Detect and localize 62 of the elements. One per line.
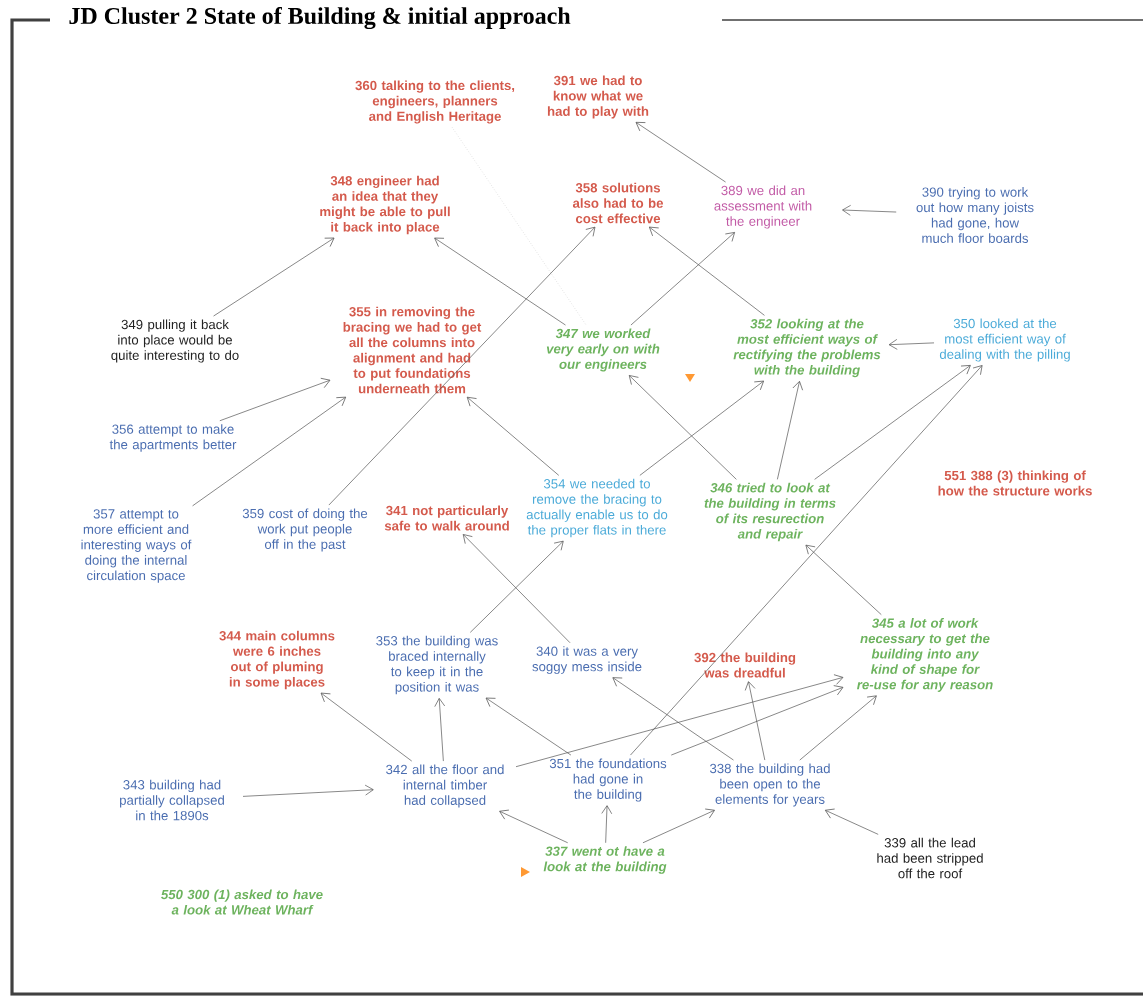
node-text: 351 the foundations had gone in the building xyxy=(549,758,667,802)
arrow xyxy=(499,809,569,844)
node-text: 350 looked at the most efficient way of dealing with the pilling xyxy=(939,318,1070,362)
arrow xyxy=(649,226,765,316)
node-text: 338 the building had been open to the elements for years xyxy=(709,763,830,807)
node-text: 391 we had to know what we had to play with xyxy=(547,75,649,119)
node-text: 340 it was a very soggy mess inside xyxy=(532,646,642,674)
arrow xyxy=(469,540,564,633)
node-text: 352 looking at the most efficient ways of rectifying the problems with the building xyxy=(733,318,881,378)
arrow xyxy=(888,339,935,350)
title: JD Cluster 2 State of Building & initial approach xyxy=(69,6,571,30)
arrow xyxy=(466,396,560,476)
arrow xyxy=(628,375,737,480)
arrow xyxy=(485,697,572,756)
node-text: 360 talking to the clients, engineers, planners and English Heritage xyxy=(355,80,515,124)
arrow xyxy=(799,695,877,761)
node-text: 359 cost of doing the work put people off in the past xyxy=(242,508,368,552)
node-text: 550 300 (1) asked to have a look at Wheat Wharf xyxy=(161,889,323,915)
node-text: 392 the building was dreadful xyxy=(694,652,796,678)
node-text: 354 we needed to remove the bracing to actually enable us to do the proper flats in there xyxy=(526,478,668,538)
arrow xyxy=(601,805,613,844)
arrow xyxy=(744,681,766,761)
node-text: 348 engineer had an idea that they might be able to pull it back into place xyxy=(320,175,450,235)
arrow xyxy=(213,237,335,317)
node-text: 390 trying to work out how many joists had gone, how much floor boards xyxy=(916,187,1034,243)
node-text: 358 solutions also had to be cost effective xyxy=(572,182,664,224)
arrow xyxy=(219,377,331,422)
arrow xyxy=(434,237,566,326)
arrow xyxy=(630,365,983,756)
node-text: 343 building had partially collapsed in the 1890s xyxy=(120,779,224,821)
node-text: 353 the building was braced internally to keep it in the position it was xyxy=(376,635,498,695)
arrow xyxy=(824,808,879,835)
arrow xyxy=(328,226,596,506)
node-text: 551 388 (3) thinking of how the structure works xyxy=(938,470,1092,496)
node-text: 344 main columns were 6 inches out of pluming in some places xyxy=(219,630,335,690)
node-text: 346 tried to look at the building in terms of its resurection and repair xyxy=(704,482,836,542)
node-text: 342 all the floor and internal timber had collapsed xyxy=(386,764,504,808)
arrow xyxy=(630,232,735,326)
node-text: 345 a lot of work necessary to get the building into any kind of shape for re-use for any reason xyxy=(857,618,993,692)
arrow xyxy=(639,380,764,476)
arrow xyxy=(515,674,844,768)
arrow xyxy=(192,396,347,507)
arrow xyxy=(242,784,374,797)
arrow xyxy=(842,204,897,216)
node-text: 339 all the lead had been stripped off the roof xyxy=(877,837,983,879)
arrow xyxy=(462,534,571,644)
arrow xyxy=(320,692,413,762)
node-text: 356 attempt to make the apartments better xyxy=(109,424,237,452)
arrow xyxy=(777,380,803,480)
arrow xyxy=(814,365,971,480)
arrow xyxy=(635,122,726,183)
arrow xyxy=(805,544,882,615)
arrow xyxy=(434,698,446,762)
arrow xyxy=(642,808,715,844)
arrow xyxy=(612,677,734,761)
arrow xyxy=(670,685,844,756)
node-text: 357 attempt to more efficient and interesting ways of doing the internal circulation space xyxy=(81,509,192,583)
node-text: 347 we worked very early on with our engineers xyxy=(546,328,660,372)
node-text: 341 not particularly safe to walk around xyxy=(384,505,509,531)
node-text: 349 pulling it back into place would be quite interesting to do xyxy=(111,319,239,363)
node-text: 337 went ot have a look at the building xyxy=(543,846,667,874)
node-text: 389 we did an assessment with the engineer xyxy=(714,185,812,229)
